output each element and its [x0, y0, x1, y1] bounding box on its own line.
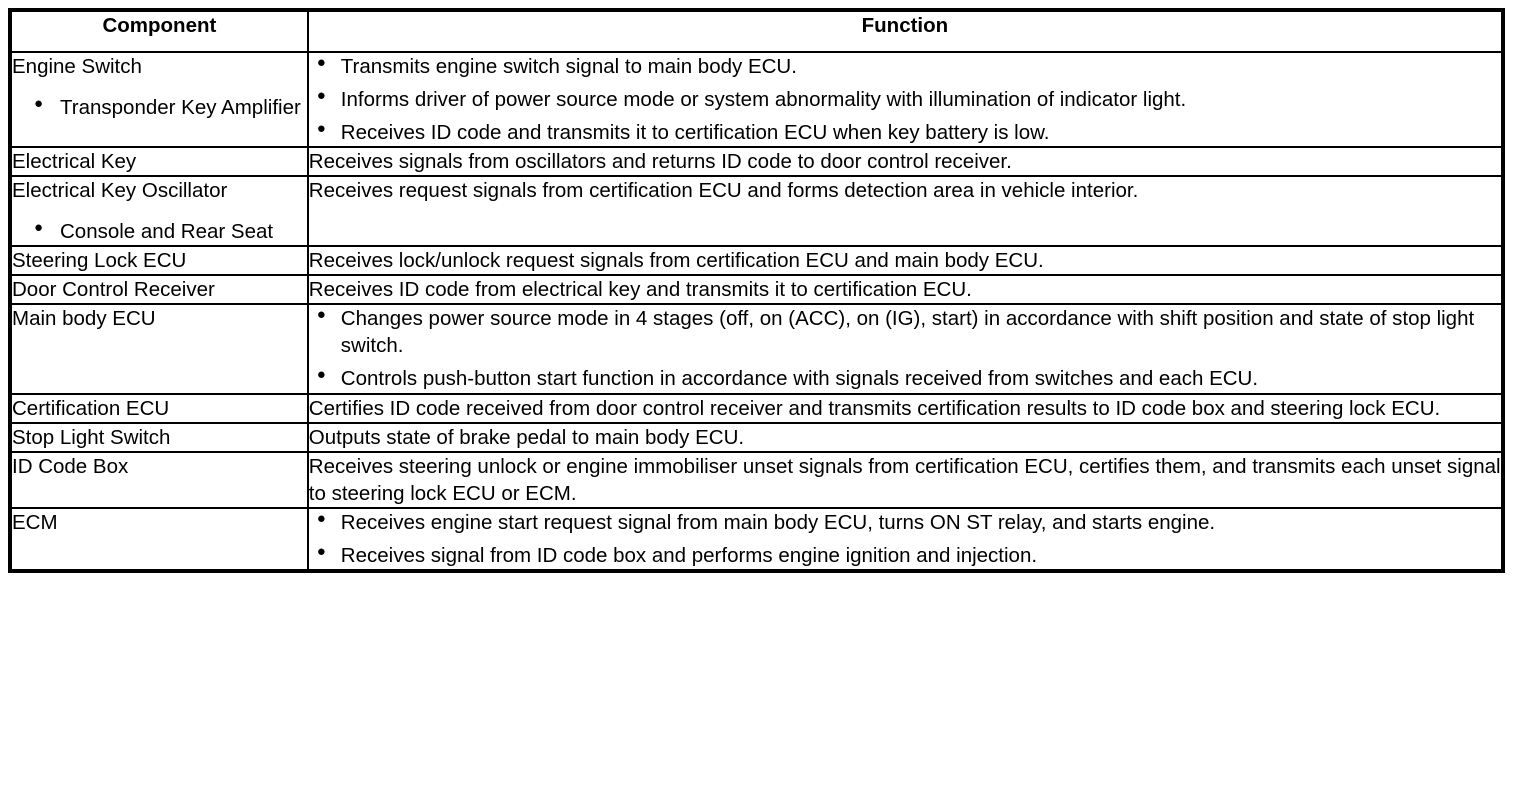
- function-bullet-item: ● Receives engine start request signal fr…: [309, 509, 1501, 536]
- function-cell: Receives steering unlock or engine immob…: [306, 450, 1505, 509]
- component-cell: ECM: [9, 506, 309, 572]
- function-bullet-label: Receives ID code and transmits it to cer…: [340, 121, 1050, 145]
- function-bullet-label: Transmits engine switch signal to main b…: [340, 55, 797, 78]
- function-bullet-label: Receives signal from ID code box and per…: [340, 543, 1038, 567]
- function-bullet-item: ● Receives ID code and transmits it to ce…: [309, 119, 1501, 146]
- component-name: Door Control Receiver: [12, 278, 215, 302]
- function-bullet-item: ● Transmits engine switch signal to main …: [309, 53, 1501, 80]
- component-subitem: ● Transponder Key Amplifier: [34, 94, 307, 121]
- bullet-icon: ●: [316, 306, 326, 324]
- component-cell: Door Control Receiver: [9, 274, 309, 306]
- bullet-icon: ●: [316, 509, 326, 527]
- component-cell: Main body ECU: [9, 303, 309, 395]
- column-header-function: Function: [306, 9, 1505, 53]
- column-header-component: Component: [9, 9, 309, 53]
- function-bullet-item: ● Receives signal from ID code box and pe…: [309, 542, 1501, 569]
- function-bullet-item: ● Informs driver of power source mode or …: [309, 86, 1501, 113]
- bullet-icon: ●: [316, 120, 326, 138]
- table-row: Certification ECU Certifies ID code recei…: [9, 392, 1505, 424]
- function-bullet-item: ● Changes power source mode in 4 stages (…: [309, 305, 1501, 359]
- bullet-icon: ●: [316, 87, 326, 105]
- table-body: Engine Switch●Transponder Key Amplifier●…: [9, 50, 1505, 572]
- function-text: Receives lock/unlock request signals fro…: [308, 249, 1044, 273]
- function-text: Certifies ID code received from door con…: [308, 396, 1441, 420]
- component-name: Engine Switch: [12, 55, 142, 78]
- table-row: Steering Lock ECU Receives lock/unlock re…: [9, 245, 1505, 277]
- component-subitem-label: Console and Rear Seat: [60, 220, 274, 244]
- function-cell: Outputs state of brake pedal to main bod…: [306, 421, 1505, 453]
- component-name: Stop Light Switch: [12, 425, 171, 449]
- function-bullet-list: ● Receives engine start request signal fr…: [309, 509, 1501, 569]
- table-row: ECM ● Receives engine start request signal…: [9, 506, 1505, 572]
- function-bullet-label: Receives engine start request signal fro…: [340, 510, 1216, 534]
- function-text: Receives request signals from certificat…: [308, 179, 1139, 203]
- component-name: Main body ECU: [12, 307, 156, 331]
- component-function-table: Component Function Engine Switch ● Transpo…: [8, 8, 1505, 573]
- function-bullet-item: ● Controls push-button start function in …: [309, 365, 1501, 392]
- function-cell: ● Changes power source mode in 4 stages (…: [306, 303, 1505, 395]
- function-text: Receives steering unlock or engine immob…: [308, 454, 1501, 505]
- component-cell: Engine Switch ● Transponder Key Amplifier: [9, 50, 309, 149]
- component-cell: Stop Light Switch: [9, 421, 309, 453]
- function-bullet-label: Controls push-button start function in a…: [340, 367, 1259, 391]
- bullet-icon: ●: [34, 95, 44, 113]
- component-name: Electrical Key: [12, 150, 137, 174]
- component-subitem-label: Transponder Key Amplifier: [60, 96, 301, 120]
- table-row: Electrical Key Receives signals from osci…: [9, 146, 1505, 178]
- function-cell: Certifies ID code received from door con…: [306, 392, 1505, 424]
- table-row: Stop Light Switch Outputs state of brake …: [9, 421, 1505, 453]
- bullet-icon: ●: [34, 219, 44, 237]
- function-cell: ● Receives engine start request signal fr…: [306, 506, 1505, 572]
- component-cell: Steering Lock ECU: [9, 245, 309, 277]
- table-row: Door Control Receiver Receives ID code fr…: [9, 274, 1505, 306]
- component-cell: Electrical Key: [9, 146, 309, 178]
- function-cell: ● Transmits engine switch signal to main …: [306, 50, 1505, 149]
- function-cell: Receives ID code from electrical key and…: [306, 274, 1505, 306]
- function-text: Outputs state of brake pedal to main bod…: [308, 425, 745, 449]
- table-row: Engine Switch●Transponder Key Amplifier●…: [9, 50, 1505, 149]
- component-cell: Electrical Key Oscillator ● Console and Re…: [9, 175, 309, 248]
- table-row: Electrical Key Oscillator ● Console and Re…: [9, 175, 1505, 248]
- component-subitem-list: ● Transponder Key Amplifier: [12, 94, 307, 121]
- table-row: Main body ECU ● Changes power source mode …: [9, 303, 1505, 395]
- function-bullet-label: Changes power source mode in 4 stages (o…: [340, 307, 1475, 358]
- function-cell: Receives lock/unlock request signals fro…: [306, 245, 1505, 277]
- function-bullet-list: ● Changes power source mode in 4 stages (…: [309, 305, 1501, 392]
- component-name: ID Code Box: [12, 454, 129, 478]
- component-cell: Certification ECU: [9, 392, 309, 424]
- function-cell: Receives request signals from certificat…: [306, 175, 1505, 248]
- function-bullet-label: Informs driver of power source mode or s…: [340, 88, 1187, 112]
- function-cell: Receives signals from oscillators and re…: [306, 146, 1505, 178]
- component-name: Electrical Key Oscillator: [12, 179, 228, 203]
- bullet-icon: ●: [316, 366, 326, 384]
- table-header-row: Component Function: [9, 9, 1505, 53]
- bullet-icon: ●: [316, 54, 326, 71]
- function-text: Receives signals from oscillators and re…: [308, 150, 1012, 174]
- function-text: Receives ID code from electrical key and…: [308, 278, 972, 302]
- component-name: Certification ECU: [12, 396, 170, 420]
- table-row: ID Code Box Receives steering unlock or e…: [9, 450, 1505, 509]
- component-name: Steering Lock ECU: [12, 249, 187, 273]
- function-bullet-list: ● Transmits engine switch signal to main …: [309, 53, 1501, 146]
- table-header: Component Function: [9, 9, 1505, 53]
- bullet-icon: ●: [316, 542, 326, 560]
- component-cell: ID Code Box: [9, 450, 309, 509]
- component-subitem-list: ● Console and Rear Seat: [12, 218, 307, 245]
- component-name: ECM: [12, 510, 58, 534]
- component-subitem: ● Console and Rear Seat: [34, 218, 307, 245]
